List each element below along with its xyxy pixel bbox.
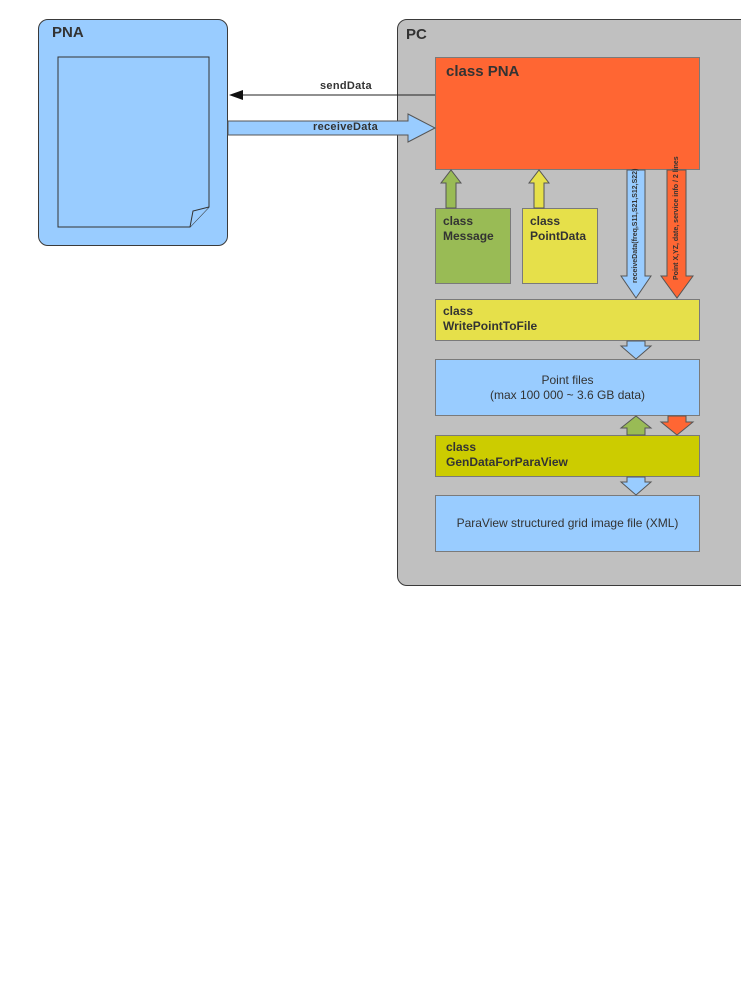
paraview-file-box: ParaView structured grid image file (XML…	[435, 495, 700, 552]
point-files-box: Point files (max 100 000 ~ 3.6 GB data)	[435, 359, 700, 416]
class-message-box: class Message	[435, 208, 511, 284]
point-xyz-label: Point X,YZ, date, service info / 2 lines	[673, 156, 680, 280]
class-message-name: Message	[443, 229, 494, 243]
class-gendataforparaview-name: GenDataForParaView	[446, 455, 568, 469]
class-writepointtofile-box: class WritePointToFile	[435, 299, 700, 341]
class-pointdata-keyword: class	[530, 214, 561, 228]
class-writepointtofile-name: WritePointToFile	[443, 319, 538, 333]
receive-freq-label: receiveData(freq,S11,S21,S12,S22)	[632, 168, 639, 283]
paraview-file-label: ParaView structured grid image file (XML…	[456, 516, 679, 530]
pna-container: PNA	[38, 19, 228, 246]
pna-container-title: PNA	[52, 24, 84, 41]
class-pna-box: class PNA	[435, 57, 700, 170]
pc-container-title: PC	[406, 26, 427, 43]
class-message-keyword: class	[443, 214, 474, 228]
point-files-title: Point files	[541, 372, 594, 387]
class-pointdata-name: PointData	[530, 229, 587, 243]
class-pna-label: class PNA	[446, 63, 520, 80]
class-pointdata-box: class PointData	[522, 208, 598, 284]
send-data-label: sendData	[320, 80, 372, 92]
class-gendataforparaview-keyword: class	[446, 440, 477, 454]
class-gendataforparaview-box: class GenDataForParaView	[435, 435, 700, 477]
receive-data-label: receiveData	[313, 121, 379, 133]
class-writepointtofile-keyword: class	[443, 304, 474, 318]
point-files-capacity: (max 100 000 ~ 3.6 GB data)	[489, 387, 646, 402]
